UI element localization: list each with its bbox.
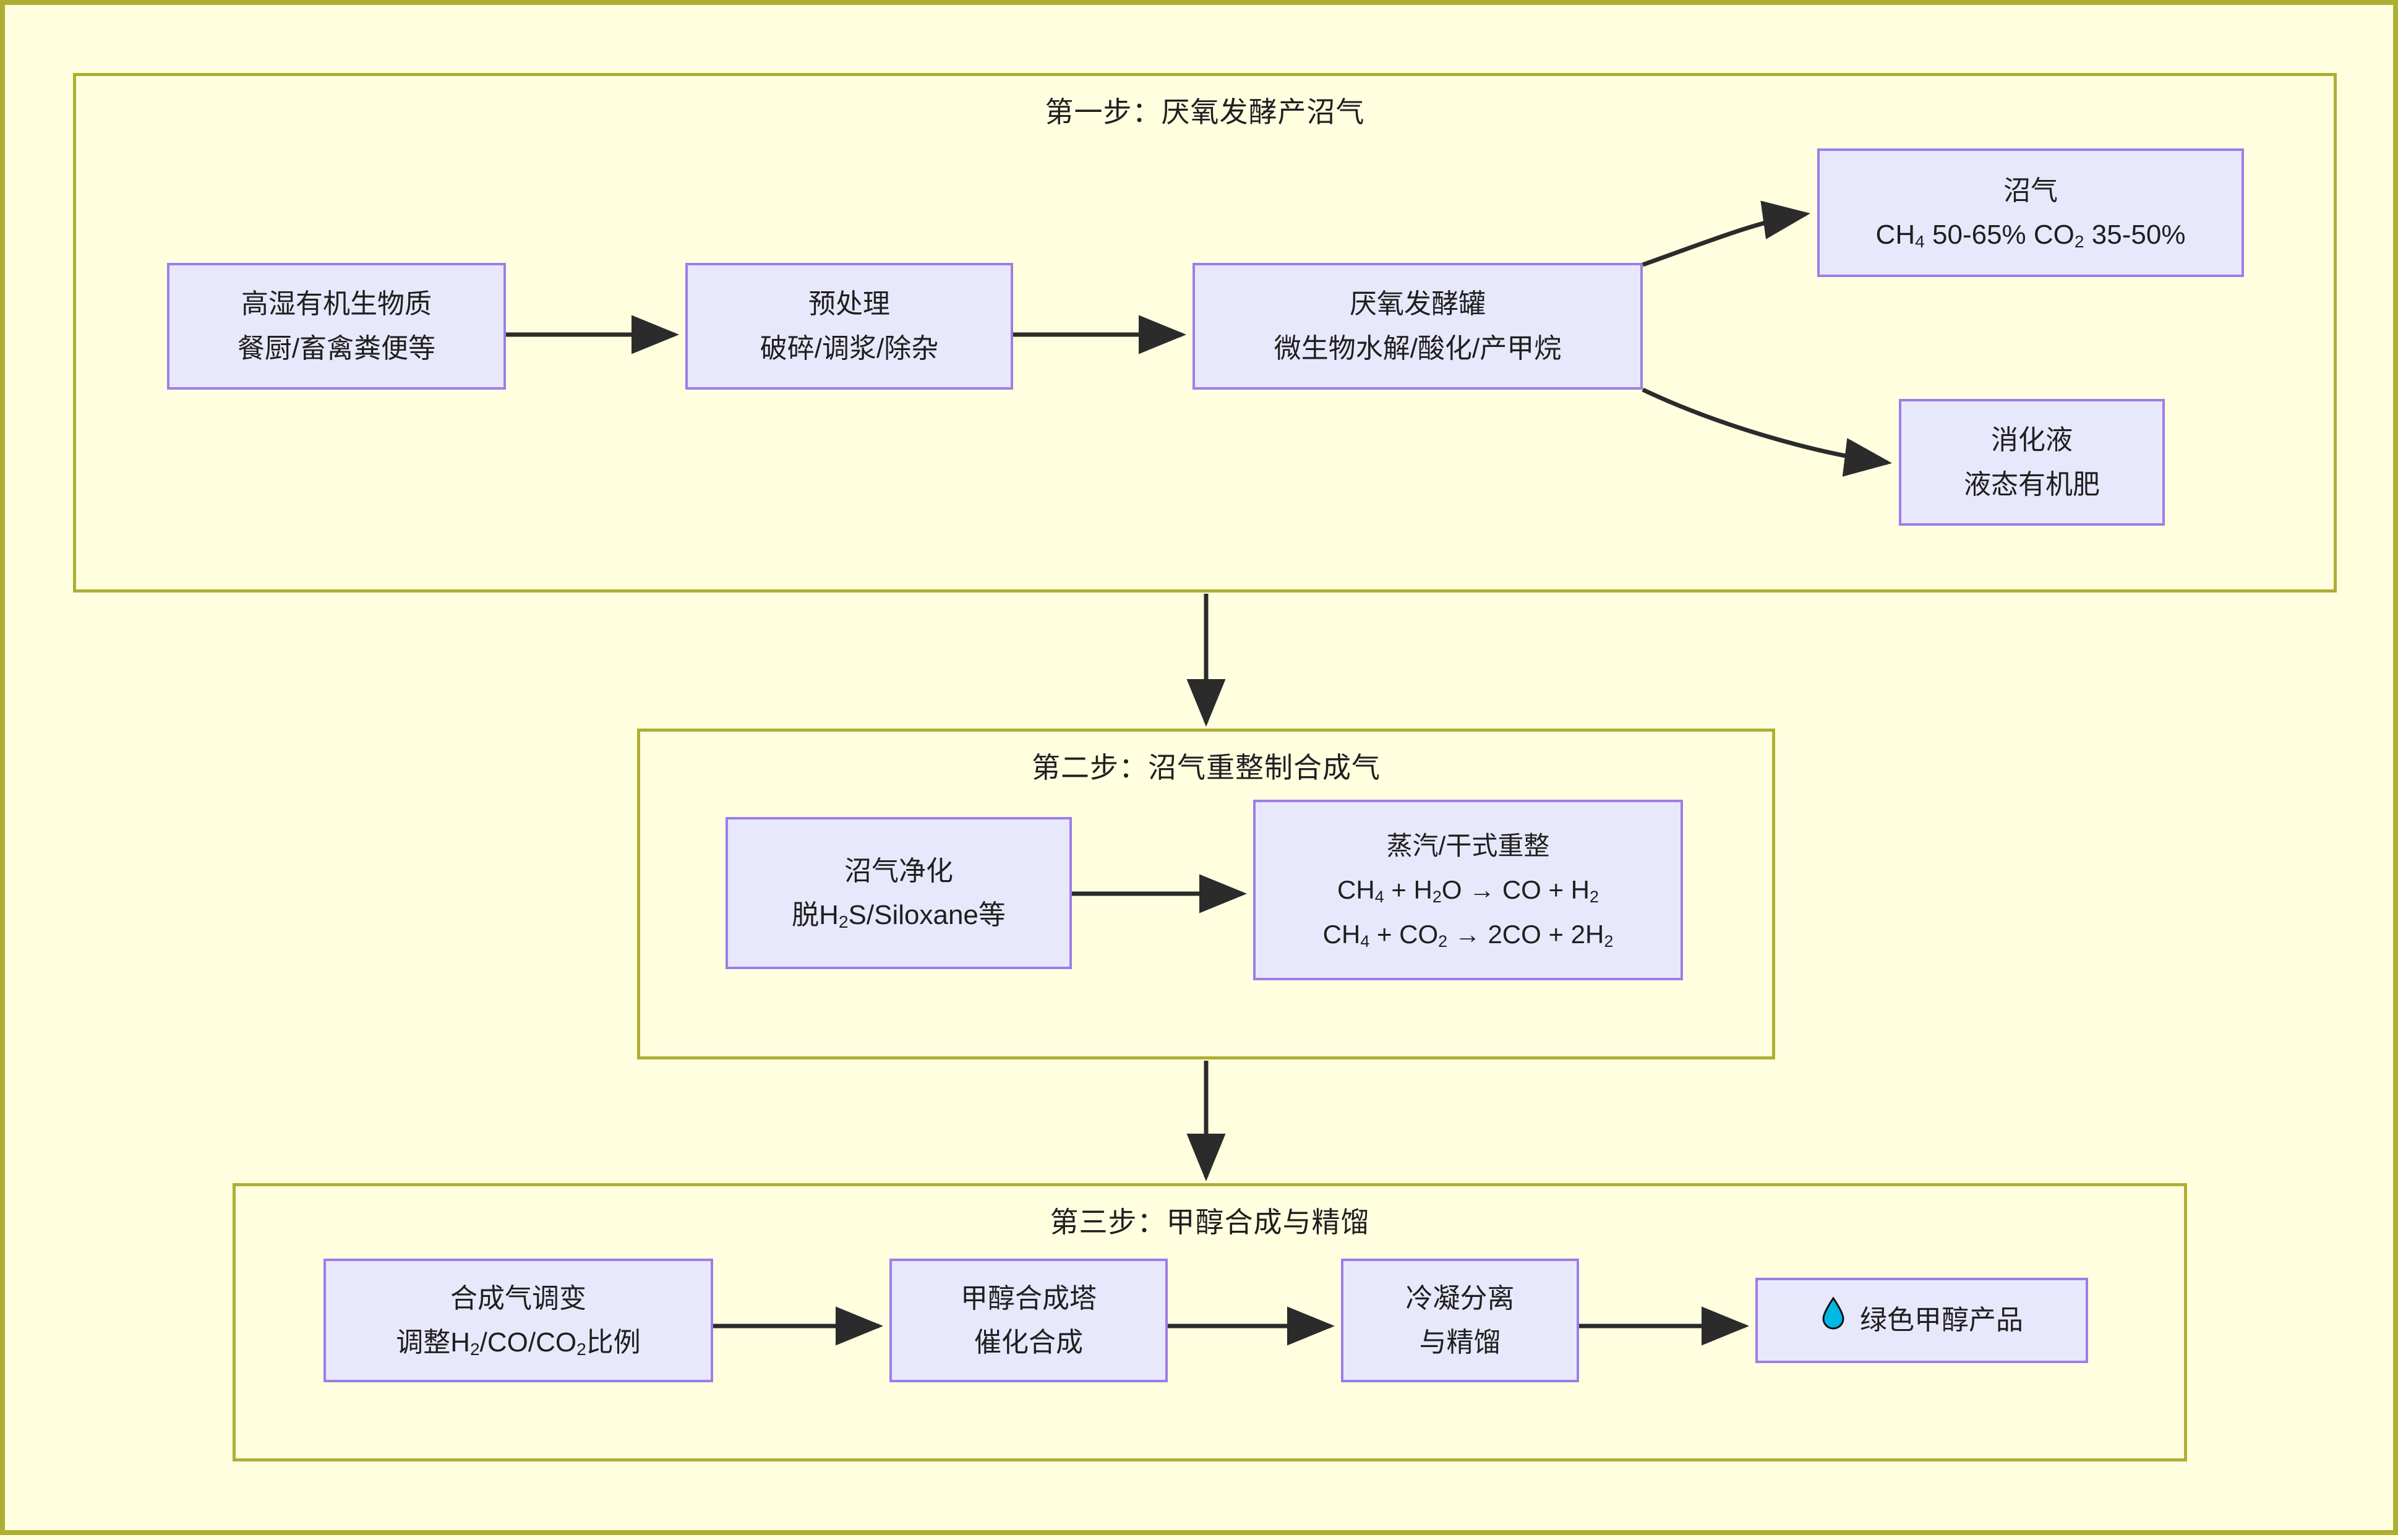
node-digestate[interactable]: 消化液 液态有机肥 <box>1899 399 2165 526</box>
node-biogas[interactable]: 沼气 CH4 50-65% CO2 35-50% <box>1817 148 2244 277</box>
node-pretreat-line1: 预处理 <box>808 289 890 320</box>
node-reform[interactable]: 蒸汽/干式重整 CH4 + H2O → CO + H2 CH4 + CO2 → … <box>1253 800 1683 980</box>
node-digester[interactable]: 厌氧发酵罐 微生物水解/酸化/产甲烷 <box>1193 263 1643 390</box>
node-purify-line2: 脱H2S/Siloxane等 <box>792 900 1006 932</box>
node-shift-line2: 调整H2/CO/CO2比例 <box>396 1327 641 1359</box>
node-purify-line1: 沼气净化 <box>844 855 953 886</box>
node-purify[interactable]: 沼气净化 脱H2S/Siloxane等 <box>726 817 1072 969</box>
node-product[interactable]: 绿色甲醇产品 <box>1755 1278 2088 1363</box>
node-product-label: 绿色甲醇产品 <box>1860 1305 2023 1336</box>
node-digester-line1: 厌氧发酵罐 <box>1350 289 1486 320</box>
node-separation-line1: 冷凝分离 <box>1405 1283 1515 1314</box>
droplet-icon <box>1820 1296 1846 1344</box>
node-pretreat[interactable]: 预处理 破碎/调浆/除杂 <box>685 263 1013 390</box>
node-synthesis-line1: 甲醇合成塔 <box>961 1283 1097 1314</box>
node-feedstock-line1: 高湿有机生物质 <box>241 289 432 320</box>
node-feedstock-line2: 餐厨/畜禽粪便等 <box>237 333 436 364</box>
node-shift[interactable]: 合成气调变 调整H2/CO/CO2比例 <box>323 1259 713 1382</box>
node-feedstock[interactable]: 高湿有机生物质 餐厨/畜禽粪便等 <box>167 263 506 390</box>
node-reform-line1: 蒸汽/干式重整 <box>1386 831 1550 860</box>
node-digestate-line2: 液态有机肥 <box>1964 469 2100 500</box>
node-separation[interactable]: 冷凝分离 与精馏 <box>1341 1259 1579 1382</box>
node-synthesis-line2: 催化合成 <box>974 1327 1083 1358</box>
node-reform-equation-1: CH4 + H2O → CO + H2 <box>1337 875 1599 907</box>
node-separation-line2: 与精馏 <box>1419 1327 1501 1358</box>
section-step3-title: 第三步：甲醇合成与精馏 <box>1050 1206 1370 1238</box>
node-reform-equation-2: CH4 + CO2 → 2CO + 2H2 <box>1322 919 1614 951</box>
node-synthesis[interactable]: 甲醇合成塔 催化合成 <box>889 1259 1168 1382</box>
section-step2-title: 第二步：沼气重整制合成气 <box>1032 751 1381 784</box>
node-digester-line2: 微生物水解/酸化/产甲烷 <box>1274 333 1562 364</box>
section-step1-title: 第一步：厌氧发酵产沼气 <box>1045 96 1365 128</box>
node-shift-line1: 合成气调变 <box>450 1283 586 1314</box>
node-pretreat-line2: 破碎/调浆/除杂 <box>760 333 939 364</box>
node-biogas-line1: 沼气 <box>2003 175 2058 206</box>
node-digestate-line1: 消化液 <box>1991 425 2073 456</box>
node-biogas-line2: CH4 50-65% CO2 35-50% <box>1875 220 2186 252</box>
